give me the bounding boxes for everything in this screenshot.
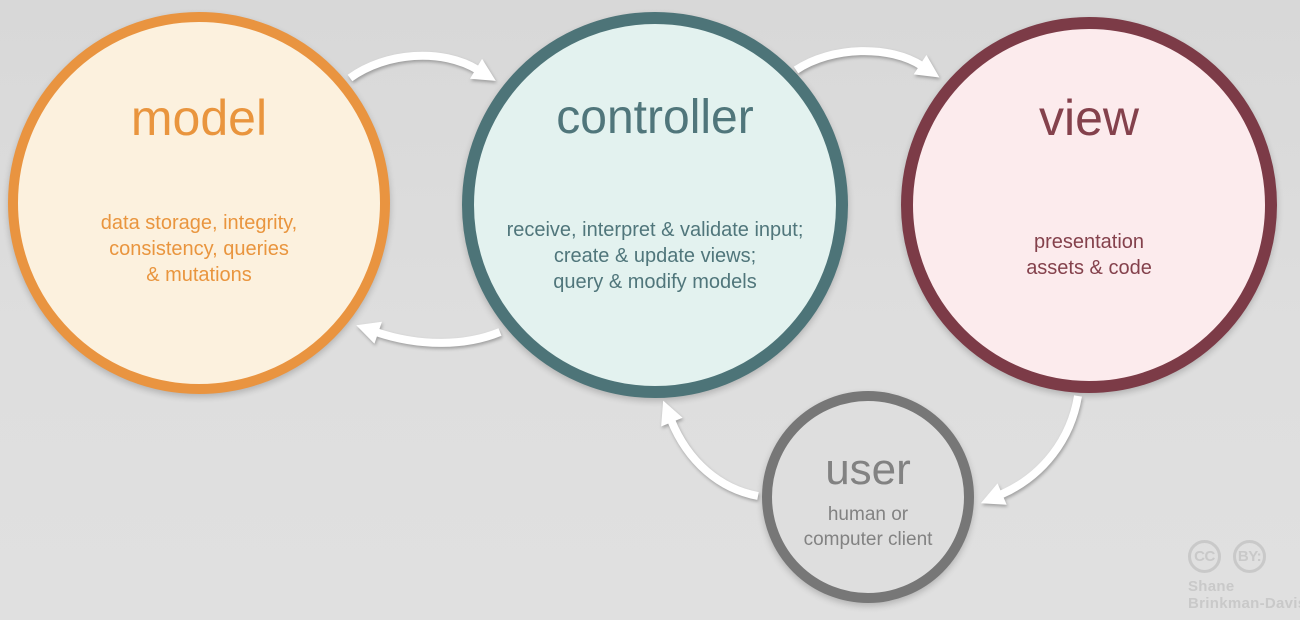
view-description: presentation assets & code [913, 229, 1265, 281]
cc-badge-icon: CC [1188, 540, 1221, 573]
controller-desc-line: query & modify models [553, 271, 757, 293]
model-desc-line: data storage, integrity, [100, 212, 298, 234]
user-description: human or computer client [772, 502, 964, 552]
controller-node: controller receive, interpret & validate… [462, 12, 848, 398]
controller-description: receive, interpret & validate input; cre… [474, 217, 836, 295]
arrow-model-to-controller [347, 51, 496, 82]
controller-desc-line: receive, interpret & validate input; [506, 219, 804, 241]
author-name-line: Shane [1188, 578, 1235, 595]
user-desc-line: computer client [803, 529, 933, 550]
view-desc-line: assets & code [1026, 257, 1152, 279]
license-attribution: CC BY: Shane Brinkman-Davis [1188, 540, 1300, 612]
arrow-controller-to-model [356, 321, 502, 347]
author-name-line: Brinkman-Davis [1188, 595, 1300, 612]
arrow-user-to-controller [661, 400, 759, 500]
model-desc-line: consistency, queries [109, 238, 289, 260]
user-title: user [825, 445, 911, 494]
user-node: user human or computer client [762, 391, 974, 603]
controller-title: controller [556, 91, 754, 144]
model-node: model data storage, integrity, consisten… [8, 12, 390, 394]
view-node: view presentation assets & code [901, 17, 1277, 393]
by-badge-icon: BY: [1233, 540, 1266, 573]
controller-desc-line: create & update views; [553, 245, 757, 267]
arrow-controller-to-view [793, 47, 940, 78]
model-description: data storage, integrity, consistency, qu… [18, 210, 380, 288]
arrow-view-to-user [980, 395, 1082, 505]
model-title: model [130, 90, 268, 146]
author-name: Shane Brinkman-Davis [1188, 578, 1300, 612]
license-badges: CC BY: [1188, 540, 1298, 573]
view-title: view [1038, 90, 1140, 146]
user-desc-line: human or [827, 504, 909, 525]
view-desc-line: presentation [1033, 231, 1145, 253]
model-desc-line: & mutations [146, 264, 252, 286]
